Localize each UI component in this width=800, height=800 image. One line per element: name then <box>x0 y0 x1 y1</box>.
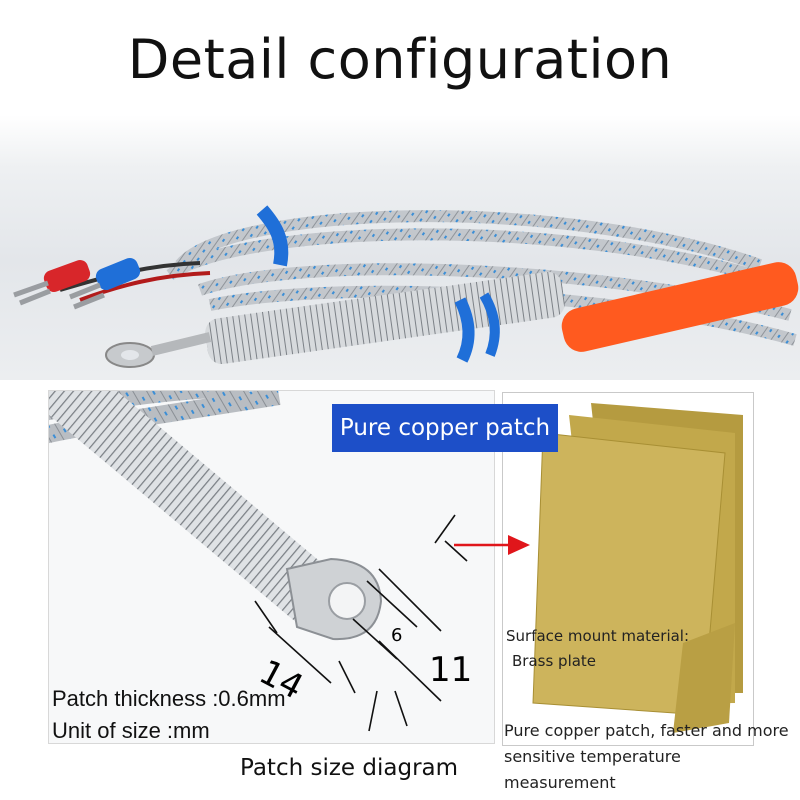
brass-plate-image <box>532 403 743 733</box>
surface-mount-line1: Surface mount material: <box>506 627 690 645</box>
patch-thickness-text: Patch thickness :0.6mm <box>52 686 286 711</box>
surface-mount-material: Surface mount material: Brass plate <box>506 624 689 674</box>
patch-closeup-image: 14 6 11 <box>49 391 472 732</box>
page-title: Detail configuration <box>127 28 673 91</box>
blue-tape-band <box>454 297 475 363</box>
dimension-hole: 6 <box>391 625 402 646</box>
copper-patch-description: Pure copper patch, faster and more sensi… <box>504 721 789 792</box>
pure-copper-patch-label: Pure copper patch <box>332 404 558 452</box>
orange-sleeve <box>561 262 799 352</box>
thermocouple-cable-image <box>13 205 799 368</box>
dimension-width: 11 <box>429 650 472 690</box>
red-terminal <box>13 260 91 306</box>
blue-terminal <box>69 257 141 310</box>
blue-tape-band <box>256 205 289 267</box>
surface-mount-line2: Brass plate <box>512 652 597 670</box>
brass-plate-panel <box>502 392 754 746</box>
red-arrow-icon <box>454 535 530 555</box>
product-photo <box>0 115 800 380</box>
spring-probe <box>205 271 565 365</box>
unit-of-size-text: Unit of size :mm <box>52 718 210 743</box>
patch-size-diagram-caption: Patch size diagram <box>240 755 459 781</box>
